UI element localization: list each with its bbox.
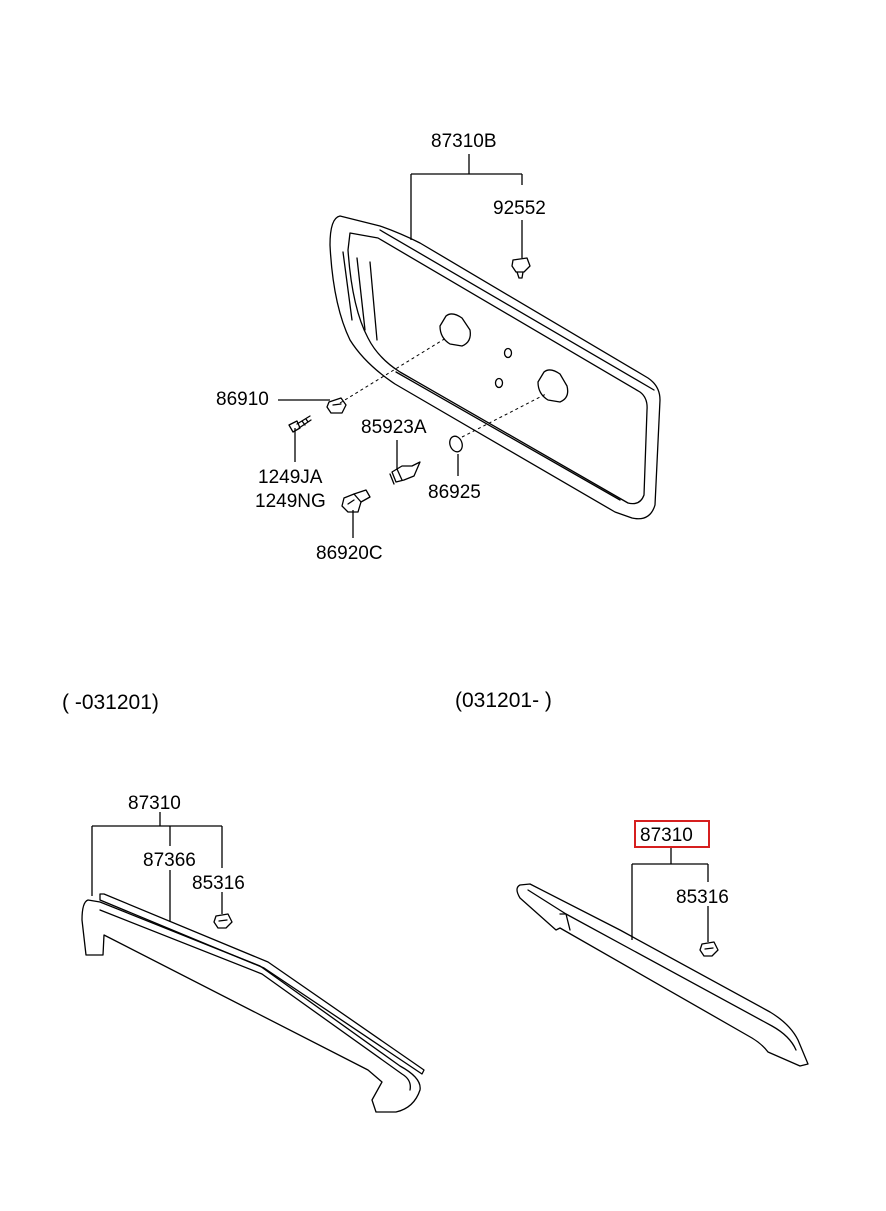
label-87310B[interactable]: 87310B [431,131,497,152]
label-1249NG[interactable]: 1249NG [255,491,326,512]
leader-87310B [410,154,523,240]
garnish-87310-left-body[interactable] [81,899,421,1113]
garnish-top-rim [379,229,655,391]
seal-86925-icon[interactable] [448,434,465,453]
range-caption-before: ( -031201) [62,691,159,714]
assembly-line-right [461,393,547,438]
label-86910[interactable]: 86910 [216,389,269,410]
license-lamp-pad-right[interactable] [537,369,569,403]
bolt-86920C-icon[interactable] [341,489,371,513]
screw-1249JA-icon[interactable] [288,415,312,433]
garnish-left-ribs [342,251,378,341]
assembly-line-left [339,337,447,404]
clip-85316-right-icon[interactable] [699,941,719,957]
garnish-variant-after: 87310 85316 [516,820,809,1067]
range-caption-after: (031201- ) [455,689,552,712]
grommet-86910-icon[interactable] [326,397,347,414]
lamp-85923A-icon[interactable] [389,461,421,485]
leader-left-87310 [91,812,223,896]
label-left-87366[interactable]: 87366 [143,850,196,871]
label-86925[interactable]: 86925 [428,482,481,503]
garnish-87310-right-body[interactable] [516,883,809,1067]
leader-right-87310 [631,846,709,940]
mounting-hole-1 [503,347,513,359]
garnish-87310-left-edge [99,909,411,1091]
license-plate-garnish-assembly: 87310B 92552 86910 85923A 1249JA 1249NG … [216,131,661,564]
mounting-hole-2 [494,377,504,389]
label-right-85316[interactable]: 85316 [676,887,729,908]
label-1249JA[interactable]: 1249JA [258,467,323,488]
clip-85316-left-icon[interactable] [213,913,233,929]
label-left-85316[interactable]: 85316 [192,873,245,894]
garnish-panel-inner [347,232,648,505]
label-left-87310[interactable]: 87310 [128,793,181,814]
label-86920C[interactable]: 86920C [316,543,383,564]
license-lamp-pad-left[interactable] [439,313,471,347]
selected-part-highlight [634,820,710,848]
clip-92552-icon[interactable] [511,257,531,279]
label-92552[interactable]: 92552 [493,198,546,219]
garnish-panel-outer[interactable] [329,215,661,520]
garnish-bottom-rim [395,371,621,501]
garnish-87310-right-step [559,913,571,931]
label-85923A[interactable]: 85923A [361,417,427,438]
label-right-87310[interactable]: 87310 [640,825,693,846]
weatherstrip-87366[interactable] [99,893,425,1075]
garnish-variant-before: 87310 87366 85316 [81,793,425,1113]
garnish-87310-right-lip [527,889,797,1051]
